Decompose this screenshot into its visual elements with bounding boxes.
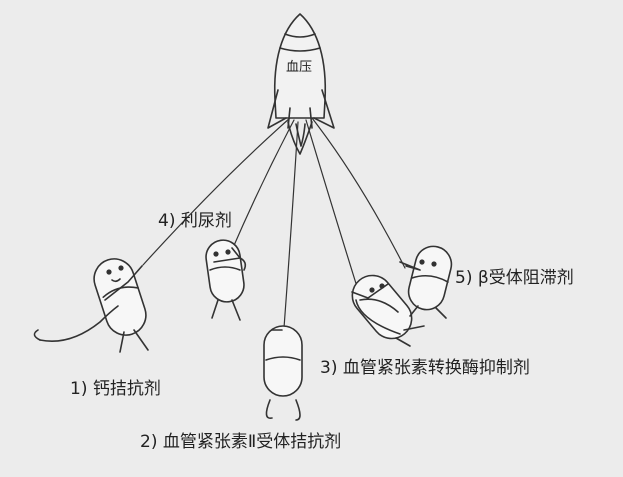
rocket-fin-left: [267, 89, 287, 129]
rocket-label: 血压: [286, 60, 313, 75]
rope-arb: [283, 121, 299, 329]
label-calcium: 1) 钙拮抗剂: [70, 379, 161, 399]
rocket: [267, 13, 335, 155]
rocket-band-line: [279, 47, 321, 52]
rocket-flame-inner: [295, 123, 306, 147]
rocket-flame: [287, 121, 313, 155]
pill-beta: [399, 245, 453, 319]
rocket-nose-line: [284, 33, 316, 38]
rope-diuretic: [231, 119, 295, 251]
label-beta: 5) β受体阻滞剂: [455, 268, 574, 288]
label-diuretic: 4) 利尿剂: [158, 211, 232, 231]
label-acei: 3) 血管紧张素转换酶抑制剂: [320, 358, 530, 378]
rope-beta: [311, 117, 406, 269]
label-arb: 2) 血管紧张素Ⅱ受体拮抗剂: [140, 432, 342, 452]
rocket-body: [273, 13, 327, 119]
pill-diuretic: [205, 239, 247, 321]
rope-calcium: [142, 117, 291, 266]
pill-arb: [263, 325, 303, 421]
pill-acei: [351, 274, 425, 347]
rocket-fin-right: [313, 89, 335, 129]
pill-calcium: [33, 258, 149, 353]
rope-acei: [305, 119, 359, 291]
